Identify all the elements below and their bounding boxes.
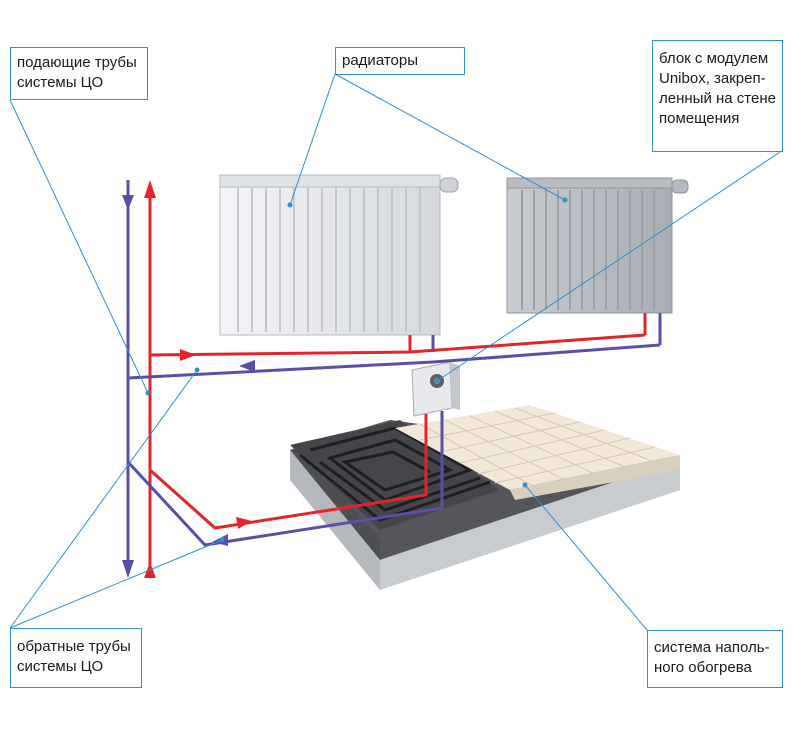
unibox-module (411, 361, 460, 495)
radiator-left (219, 174, 459, 352)
return-riser (122, 180, 134, 578)
return-pipes-label-line2: системы ЦО (17, 658, 104, 675)
unibox-label-line1: блок с модулем (659, 50, 769, 67)
supply-riser (144, 180, 156, 578)
supply-pipes-label-line2: системы ЦО (17, 74, 104, 91)
floor-supply-branch (149, 468, 428, 530)
return-pipes-label-line1: обратные трубы (17, 638, 131, 655)
tiled-floor (395, 405, 680, 500)
supply-pipes-label-line1: подающие трубы (17, 54, 137, 71)
unibox-label-line4: помещения (659, 110, 740, 127)
radiators-label-text: радиаторы (342, 52, 418, 69)
radiator-supply-branch (149, 333, 646, 361)
leader-dots (145, 197, 568, 543)
radiator-return-branch (127, 343, 661, 380)
return-pipes-label: обратные трубы системы ЦО (10, 628, 142, 688)
supply-pipes-label: подающие трубы системы ЦО (10, 47, 148, 100)
floor-heating-loops (290, 420, 500, 530)
radiators-label: радиаторы (335, 47, 465, 75)
floor-heating-label-line2: ного обогрева (654, 659, 752, 676)
leader-lines (9, 73, 784, 631)
radiator-right (506, 177, 689, 345)
unibox-label: блок с модулем Unibox, закреп- ленный на… (652, 40, 783, 152)
unibox-label-line2: Unibox, закреп- (659, 70, 766, 87)
floor-heating-label-line1: система наполь- (654, 639, 770, 656)
unibox-label-line3: ленный на стене (659, 90, 776, 107)
floor-heating-label: система наполь- ного обогрева (647, 630, 783, 688)
